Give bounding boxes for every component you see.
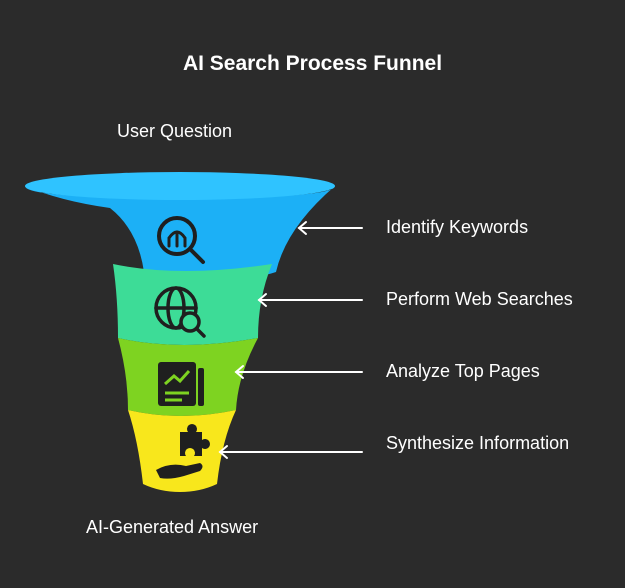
output-label: AI-Generated Answer: [86, 517, 259, 537]
arrow-stage-4: [218, 445, 363, 459]
stage-label-analyze-pages: Analyze Top Pages: [386, 361, 540, 381]
arrow-stage-1: [297, 221, 363, 235]
arrow-stage-2: [257, 293, 363, 307]
stage-label-web-searches: Perform Web Searches: [386, 289, 573, 309]
analytics-document-icon: [158, 362, 204, 406]
arrow-stage-3: [234, 365, 363, 379]
funnel-stage-2: [113, 264, 272, 345]
web-search-globe-icon: [154, 286, 206, 338]
stage-label-synthesize: Synthesize Information: [386, 433, 570, 453]
keyword-search-icon: [157, 216, 205, 264]
funnel-rim: [25, 172, 335, 200]
stage-label-identify-keywords: Identify Keywords: [386, 217, 529, 237]
diagram-title: AI Search Process Funnel: [182, 52, 443, 75]
input-label: User Question: [117, 121, 233, 141]
puzzle-hand-icon: [156, 424, 211, 479]
